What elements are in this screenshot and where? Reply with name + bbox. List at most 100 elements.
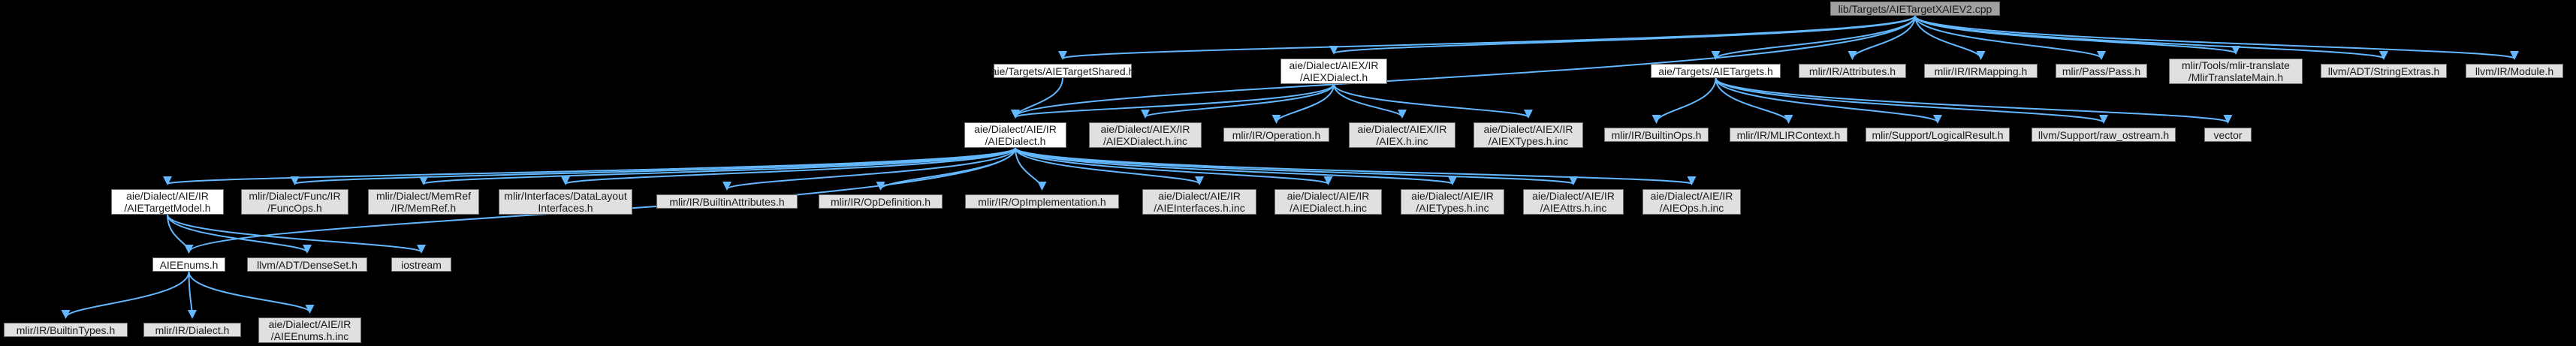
graph-node-mlir-interfaces-datalayout-interfaces-h[interactable]: mlir/Interfaces/DataLayout Interfaces.h (499, 189, 632, 215)
graph-edge (1715, 77, 1793, 124)
graph-edge (188, 271, 315, 314)
graph-node-label: llvm/ADT/StringExtras.h (2327, 65, 2440, 77)
graph-node-label: aie/Dialect/AIE/IR /AIEDialect.h (974, 123, 1057, 147)
graph-edge (1329, 15, 1916, 55)
graph-node-label: mlir/IR/OpDefinition.h (830, 195, 931, 208)
graph-node-aie-dialect-aie-ir-aieinterfaces-h-inc[interactable]: aie/Dialect/AIE/IR /AIEInterfaces.h.inc (1142, 189, 1256, 215)
graph-node-mlir-ir-builtinops-h[interactable]: mlir/IR/BuiltinOps.h (1604, 128, 1709, 142)
graph-edge (1015, 147, 1047, 191)
graph-node-label: llvm/Support/raw_ostream.h (2038, 128, 2170, 141)
graph-edge (61, 271, 190, 319)
graph-node-mlir-support-logicalresult-h[interactable]: mlir/Support/LogicalResult.h (1866, 128, 2010, 142)
graph-node-mlir-ir-irmapping-h[interactable]: mlir/IR/IRMapping.h (1924, 64, 2038, 78)
graph-edge (876, 147, 1016, 191)
graph-node-label: mlir/IR/BuiltinTypes.h (16, 323, 116, 336)
graph-node-aie-dialect-aie-ir-aietypes-h-inc[interactable]: aie/Dialect/AIE/IR /AIETypes.h.inc (1401, 189, 1504, 215)
graph-edge (1015, 147, 1578, 185)
graph-node-label: mlir/Tools/mlir-translate /MlirTranslate… (2182, 59, 2290, 83)
graph-node-mlir-ir-builtinattributes-h[interactable]: mlir/IR/BuiltinAttributes.h (656, 194, 798, 209)
graph-node-label: mlir/Interfaces/DataLayout Interfaces.h (504, 190, 627, 214)
graph-node-mlir-ir-dialect-h[interactable]: mlir/IR/Dialect.h (143, 323, 241, 337)
graph-node-label: mlir/IR/OpImplementation.h (978, 195, 1106, 208)
graph-node-aie-dialect-aie-ir-aieenums-h-inc[interactable]: aie/Dialect/AIE/IR /AIEEnums.h.inc (258, 317, 361, 343)
graph-edge (163, 147, 1016, 185)
graph-node-label: aie/Dialect/AIE/IR /AIEDialect.h.inc (1286, 190, 1370, 214)
graph-node-aie-dialect-aiex-ir-aiextypes-h-inc[interactable]: aie/Dialect/AIEX/IR /AIEXTypes.h.inc (1474, 122, 1583, 148)
graph-node-label: aie/Dialect/AIE/IR /AIEAttrs.h.inc (1532, 190, 1615, 214)
graph-node-llvm-ir-module-h[interactable]: llvm/IR/Module.h (2466, 64, 2563, 78)
graph-node-aie-dialect-aiex-ir-aiexdialect-h[interactable]: aie/Dialect/AIEX/IR /AIEXDialect.h (1280, 59, 1387, 84)
graph-node-mlir-pass-pass-h[interactable]: mlir/Pass/Pass.h (2056, 64, 2147, 78)
graph-node-label: aie/Dialect/AIEX/IR /AIEX.h.inc (1357, 123, 1447, 147)
graph-edge (1715, 77, 2108, 124)
graph-node-aie-dialect-aiex-ir-aiexdialect-h-inc[interactable]: aie/Dialect/AIEX/IR /AIEXDialect.h.inc (1089, 122, 1202, 148)
graph-edge (167, 214, 312, 254)
graph-node-label: aie/Dialect/AIE/IR /AIETargetModel.h (124, 190, 211, 214)
graph-node-label: llvm/IR/Module.h (2475, 65, 2554, 77)
graph-node-label: mlir/IR/Dialect.h (155, 323, 230, 336)
graph-node-aie-dialect-aie-ir-aieattrs-h-inc[interactable]: aie/Dialect/AIE/IR /AIEAttrs.h.inc (1523, 189, 1624, 215)
graph-node-aie-targets-aietargets-h[interactable]: aie/Targets/AIETargets.h (1651, 64, 1781, 78)
graph-node-aie-dialect-aie-ir-aiedialect-h[interactable]: aie/Dialect/AIE/IR /AIEDialect.h (964, 122, 1066, 148)
graph-node-llvm-adt-stringextras-h[interactable]: llvm/ADT/StringExtras.h (2321, 64, 2447, 78)
graph-node-mlir-ir-attributes-h[interactable]: mlir/IR/Attributes.h (1799, 64, 1906, 78)
graph-node-aie-targets-aietargetshared-h[interactable]: aie/Targets/AIETargetShared.h (991, 64, 1135, 78)
graph-edge (1011, 77, 1063, 119)
graph-node-mlir-dialect-func-ir-funcops-h[interactable]: mlir/Dialect/Func/IR /FuncOps.h (241, 189, 348, 215)
graph-edge (167, 214, 426, 254)
graph-edge (1914, 15, 2240, 55)
graph-node-label: mlir/Pass/Pass.h (2062, 65, 2141, 77)
graph-node-label: mlir/IR/BuiltinAttributes.h (669, 195, 785, 208)
graph-node-label: aie/Dialect/AIEX/IR /AIEXDialect.h.inc (1100, 123, 1190, 147)
graph-node-aie-dialect-aie-ir-aiedialect-h-inc[interactable]: aie/Dialect/AIE/IR /AIEDialect.h.inc (1274, 189, 1382, 215)
graph-edge (1651, 77, 1717, 124)
graph-node-iostream[interactable]: iostream (391, 257, 451, 272)
graph-node-label: mlir/Dialect/Func/IR /FuncOps.h (249, 190, 341, 214)
graph-node-label: aie/Targets/AIETargets.h (1658, 65, 1773, 77)
graph-node-label: llvm/ADT/DenseSet.h (257, 258, 357, 271)
graph-node-label: lib/Targets/AIETargetXAIEV2.cpp (1838, 2, 1992, 15)
graph-node-label: aie/Dialect/AIE/IR /AIEOps.h.inc (1650, 190, 1733, 214)
graph-node-label: aie/Dialect/AIEX/IR /AIEXTypes.h.inc (1483, 123, 1573, 147)
graph-node-label: aie/Dialect/AIEX/IR /AIEXDialect.h (1289, 59, 1379, 83)
graph-edge (1015, 147, 1333, 185)
graph-edge (1914, 15, 2388, 60)
graph-node-label: mlir/IR/BuiltinOps.h (1611, 128, 1702, 141)
graph-node-mlir-ir-operation-h[interactable]: mlir/IR/Operation.h (1223, 128, 1329, 142)
graph-node-mlir-ir-builtintypes-h[interactable]: mlir/IR/BuiltinTypes.h (4, 323, 128, 337)
graph-node-label: AIEEnums.h (159, 258, 219, 271)
graph-edge (167, 214, 194, 254)
graph-edge (1015, 147, 1457, 185)
graph-edge (1015, 147, 1204, 185)
graph-node-llvm-adt-denseset-h[interactable]: llvm/ADT/DenseSet.h (247, 257, 367, 272)
graph-node-label: mlir/IR/Attributes.h (1808, 65, 1896, 77)
graph-node-label: aie/Dialect/AIE/IR /AIETypes.h.inc (1411, 190, 1494, 214)
graph-node-label: mlir/IR/MLIRContext.h (1736, 128, 1841, 141)
graph-node-llvm-support-raw-ostream-h[interactable]: llvm/Support/raw_ostream.h (2032, 128, 2176, 142)
graph-edge (1333, 83, 1533, 119)
graph-node-mlir-ir-opimplementation-h[interactable]: mlir/IR/OpImplementation.h (965, 194, 1119, 209)
graph-node-lib-targets-aietargetxaiev2-cpp[interactable]: lib/Targets/AIETargetXAIEV2.cpp (1830, 2, 2000, 16)
graph-edge (1715, 77, 2233, 124)
graph-node-label: mlir/Dialect/MemRef /IR/MemRef.h (376, 190, 471, 214)
graph-node-aie-dialect-aiex-ir-aiex-h-inc[interactable]: aie/Dialect/AIEX/IR /AIEX.h.inc (1349, 122, 1455, 148)
graph-node-label: vector (2213, 128, 2243, 141)
graph-edge (1333, 83, 1407, 119)
graph-edge (1271, 83, 1335, 124)
graph-node-aieenums-h[interactable]: AIEEnums.h (152, 257, 225, 272)
graph-edge (1914, 15, 2519, 60)
graph-node-mlir-ir-opdefinition-h[interactable]: mlir/IR/OpDefinition.h (819, 194, 943, 209)
graph-node-mlir-ir-mlircontext-h[interactable]: mlir/IR/MLIRContext.h (1730, 128, 1848, 142)
graph-node-aie-dialect-aie-ir-aietargetmodel-h[interactable]: aie/Dialect/AIE/IR /AIETargetModel.h (111, 189, 224, 215)
graph-node-label: mlir/Support/LogicalResult.h (1872, 128, 2004, 141)
graph-node-label: mlir/IR/Operation.h (1232, 128, 1321, 141)
graph-edge (1011, 83, 1335, 119)
graph-node-mlir-tools-mlir-translate-mlirtranslatemain-h[interactable]: mlir/Tools/mlir-translate /MlirTranslate… (2169, 59, 2303, 84)
graph-edge (291, 147, 1016, 185)
graph-node-label: aie/Targets/AIETargetShared.h (991, 65, 1135, 77)
graph-edge (1715, 77, 1942, 124)
graph-node-aie-dialect-aie-ir-aieops-h-inc[interactable]: aie/Dialect/AIE/IR /AIEOps.h.inc (1642, 189, 1741, 215)
graph-node-mlir-dialect-memref-ir-memref-h[interactable]: mlir/Dialect/MemRef /IR/MemRef.h (368, 189, 479, 215)
graph-node-vector[interactable]: vector (2204, 128, 2252, 142)
